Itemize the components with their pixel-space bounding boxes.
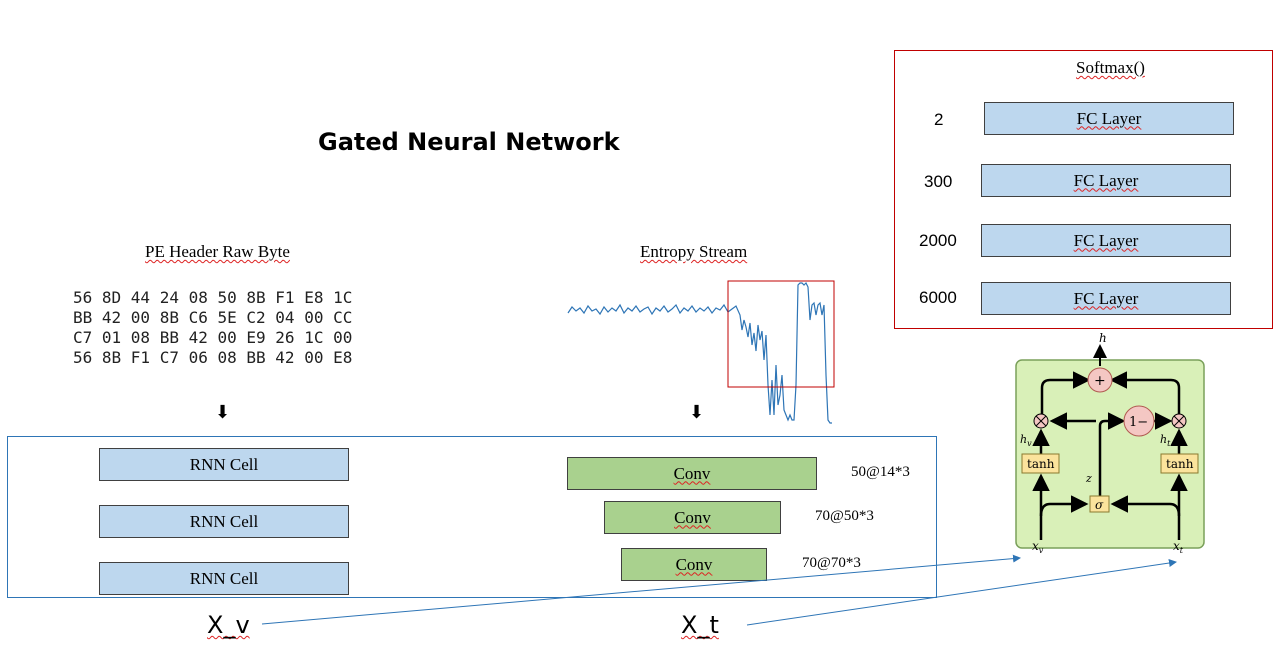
- conv-layer-label: Conv: [675, 554, 713, 574]
- rnn-cell-label: RNN Cell: [189, 454, 259, 474]
- fc-layer: FC Layer: [981, 282, 1231, 315]
- tanh-right-label: tanh: [1166, 457, 1194, 471]
- fc-layer: FC Layer: [981, 224, 1231, 257]
- rnn-cell: RNN Cell: [99, 448, 349, 481]
- conv-layer: Conv: [567, 457, 817, 490]
- softmax-label: Softmax(): [1076, 58, 1145, 77]
- classifier-frame: [894, 50, 1273, 329]
- conv-layer: Conv: [604, 501, 781, 534]
- tanh-right-box: [1160, 453, 1199, 474]
- fc-layer: FC Layer: [984, 102, 1234, 135]
- fc-layer-label: FC Layer: [1073, 170, 1139, 190]
- entropy-stream-plot: [567, 280, 835, 424]
- tanh-left-box: [1021, 453, 1060, 474]
- fc-size: 2: [934, 110, 944, 129]
- plus-symbol: +: [1094, 373, 1106, 389]
- xt-connector-arrow: [746, 559, 1177, 626]
- gate-output-h: h: [1099, 331, 1107, 345]
- rnn-cell: RNN Cell: [99, 562, 349, 595]
- hv-label: hv: [1020, 433, 1032, 448]
- hex-line: 56 8D 44 24 08 50 8B F1 E8 1C: [73, 288, 353, 307]
- hex-line: C7 01 08 BB 42 00 E9 26 1C 00: [73, 328, 353, 347]
- down-arrow-icon: ⬇: [215, 402, 231, 423]
- gated-unit-box: [1015, 359, 1205, 549]
- conv-dims: 70@70*3: [802, 555, 861, 571]
- gated-unit-diagram: h + 1− hv ht tanh tanh z σ xv xt: [1015, 331, 1205, 555]
- xv-connector-arrow: [261, 554, 1021, 625]
- rnn-cell-label: RNN Cell: [189, 568, 259, 588]
- one-minus-node: [1123, 405, 1155, 437]
- one-minus-symbol: 1−: [1129, 415, 1148, 430]
- down-arrow-icon: ⬇: [689, 402, 705, 423]
- encoder-frame: [7, 436, 937, 598]
- fc-layer: FC Layer: [981, 164, 1231, 197]
- fc-size: 2000: [919, 231, 957, 250]
- ht-label: ht: [1160, 433, 1171, 448]
- conv-layer-label: Conv: [673, 463, 711, 483]
- fc-size: 6000: [919, 288, 957, 307]
- input-label-xv: X_v: [207, 611, 250, 639]
- entropy-signal-line: [567, 281, 832, 424]
- fc-layer-label: FC Layer: [1073, 230, 1139, 250]
- plus-node: [1087, 367, 1113, 393]
- page-title: Gated Neural Network: [318, 128, 620, 156]
- tanh-left-label: tanh: [1027, 457, 1055, 471]
- conv-dims: 50@14*3: [851, 464, 910, 480]
- entropy-stream-label: Entropy Stream: [640, 242, 748, 261]
- fc-layer-label: FC Layer: [1076, 108, 1142, 128]
- conv-dims: 70@50*3: [815, 508, 874, 524]
- hex-line: 56 8B F1 C7 06 08 BB 42 00 E8: [73, 348, 353, 367]
- rnn-cell: RNN Cell: [99, 505, 349, 538]
- gate-input-xt: xt: [1173, 539, 1184, 555]
- fc-layer-label: FC Layer: [1073, 288, 1139, 308]
- sigma-label: σ: [1095, 498, 1104, 512]
- gate-input-xv: xv: [1032, 539, 1044, 555]
- pe-header-label: PE Header Raw Byte: [145, 242, 290, 261]
- sigma-box: [1089, 495, 1110, 513]
- conv-layer: Conv: [621, 548, 767, 581]
- entropy-highlight-box: [727, 280, 835, 388]
- rnn-cell-label: RNN Cell: [189, 511, 259, 531]
- fc-size: 300: [924, 172, 953, 191]
- z-label: z: [1085, 472, 1092, 485]
- hex-line: BB 42 00 8B C6 5E C2 04 00 CC: [73, 308, 353, 327]
- conv-layer-label: Conv: [674, 507, 711, 527]
- input-label-xt: X_t: [681, 611, 719, 639]
